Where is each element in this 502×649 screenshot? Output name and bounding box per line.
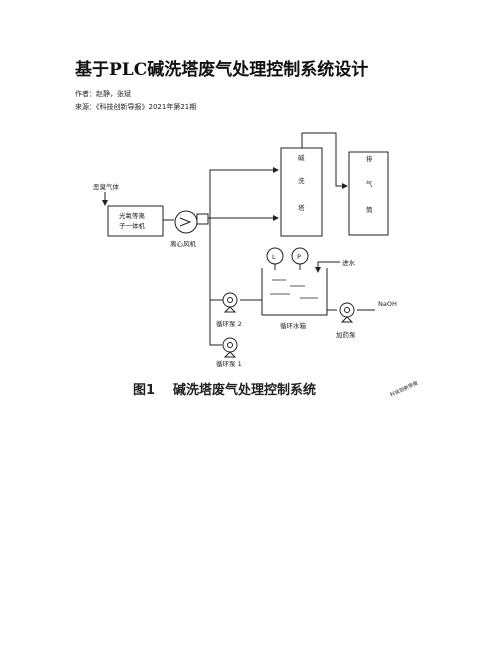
tower-label-2: 洗 xyxy=(298,176,305,185)
exhaust-label-3: 筒 xyxy=(366,205,373,214)
article-author: 作者：赵静，张斌 xyxy=(75,90,131,98)
tower-label-1: 碱 xyxy=(298,154,305,162)
uv-unit-label-1: 光氧等离 xyxy=(119,211,146,220)
uv-plasma-unit xyxy=(107,205,164,237)
article-title: 基于PLC碱洗塔废气处理控制系统设计 xyxy=(75,60,369,80)
water-inlet-label: 进水 xyxy=(342,258,356,267)
exhaust-stack xyxy=(348,151,389,236)
pressure-gauge-label: P xyxy=(297,253,301,261)
dosing-pump-label: 加药泵 xyxy=(336,330,356,339)
exhaust-label-1: 排 xyxy=(366,154,373,163)
recirculation-return-pipe xyxy=(209,167,279,301)
tower-label-3: 塔 xyxy=(298,203,305,212)
level-gauge-icon xyxy=(266,247,284,265)
tank-label: 循环水箱 xyxy=(280,321,307,330)
circulation-pump-2-icon xyxy=(222,292,238,313)
centrifugal-fan-icon xyxy=(174,210,209,234)
figure-caption-label: 图1 xyxy=(133,383,155,398)
dosing-pump-icon xyxy=(339,302,355,323)
odor-gas-label: 恶臭气体 xyxy=(93,182,120,191)
fan-label: 离心风机 xyxy=(170,239,197,248)
naoh-label: NaOH xyxy=(378,300,397,308)
exhaust-label-2: 气 xyxy=(366,179,373,188)
pressure-gauge-icon xyxy=(291,247,309,265)
uv-unit-label-2: 子一体机 xyxy=(119,221,146,230)
article-source: 来源：《科技创新导报》2021年第21期 xyxy=(75,103,197,111)
level-gauge-label: L xyxy=(272,253,276,261)
circulation-pump-1-icon xyxy=(222,337,238,358)
pump2-label: 循环泵 2 xyxy=(216,319,242,328)
water-inlet-pipe xyxy=(315,261,340,273)
circulating-water-tank xyxy=(261,268,328,316)
pump1-label: 循环泵 1 xyxy=(216,359,242,368)
pump1-line xyxy=(209,300,222,346)
watermark-text: 科技创新导报 xyxy=(389,379,419,398)
tower-to-stack-pipe xyxy=(301,132,348,189)
figure-caption-text: 碱洗塔废气处理控制系统 xyxy=(173,382,316,398)
